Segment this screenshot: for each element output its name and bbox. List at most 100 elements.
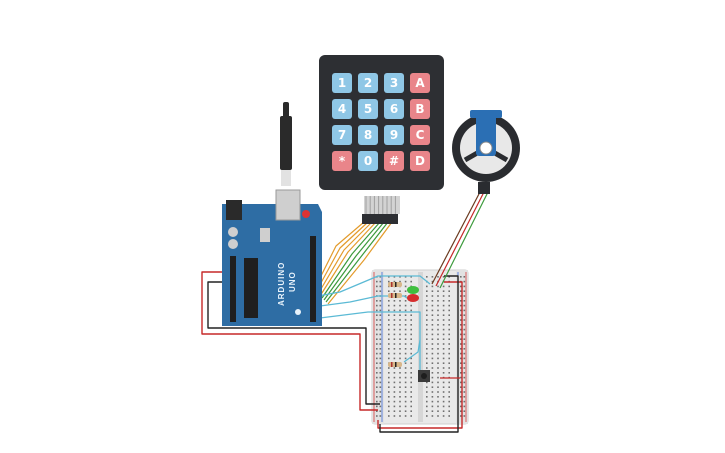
servo-horn — [479, 141, 493, 155]
resistor-3 — [388, 362, 402, 367]
keypad-key-label: 1 — [338, 76, 346, 90]
keypad-ribbon-lines — [365, 196, 396, 214]
breadboard-hole — [393, 415, 396, 417]
breadboard-hole — [431, 304, 434, 307]
breadboard-hole — [376, 376, 378, 379]
breadboard-hole — [460, 372, 462, 374]
wire-red-rail — [377, 281, 463, 429]
keypad-key-label: A — [415, 76, 425, 90]
breadboard-hole — [388, 338, 390, 340]
breadboard-hole — [410, 415, 412, 417]
breadboard-hole — [448, 295, 450, 297]
keypad-key-label: 3 — [390, 76, 398, 90]
breadboard-hole — [448, 400, 450, 403]
breadboard-hole — [448, 309, 450, 312]
breadboard-hole — [426, 367, 428, 369]
breadboard-hole — [404, 352, 407, 355]
breadboard-hole — [431, 314, 434, 316]
breadboard-hole — [442, 324, 445, 326]
keypad-key-2: 2 — [358, 73, 378, 93]
breadboard-hole — [426, 391, 428, 393]
breadboard-hole — [393, 324, 396, 326]
breadboard-hole — [442, 300, 445, 302]
breadboard-hole — [460, 400, 462, 403]
breadboard-hole — [379, 348, 382, 350]
breadboard-hole — [442, 309, 445, 312]
breadboard-hole — [463, 295, 466, 297]
breadboard-hole — [376, 381, 378, 384]
usb-plug-body — [280, 116, 292, 170]
keypad-key-3: 3 — [384, 73, 404, 93]
breadboard-hole — [460, 415, 462, 417]
breadboard-hole — [437, 410, 439, 412]
breadboard-hole — [442, 400, 445, 403]
breadboard-hole — [410, 319, 412, 321]
breadboard-hole — [388, 405, 390, 408]
breadboard-hole — [448, 319, 450, 321]
breadboard-hole — [410, 362, 412, 364]
breadboard-hole — [463, 410, 466, 412]
breadboard-hole — [437, 319, 439, 321]
breadboard-hole — [399, 372, 401, 374]
breadboard-hole — [388, 396, 390, 398]
breadboard-hole — [393, 290, 396, 292]
breadboard-hole — [431, 309, 434, 312]
breadboard-hole — [463, 372, 466, 374]
breadboard-hole — [399, 391, 401, 393]
breadboard-hole — [463, 280, 466, 283]
breadboard-hole — [393, 343, 396, 345]
breadboard-hole — [376, 396, 378, 398]
keypad-ribbon — [364, 196, 400, 214]
breadboard-hole — [410, 314, 412, 316]
breadboard-hole — [426, 314, 428, 316]
breadboard-hole — [437, 295, 439, 297]
breadboard-hole — [410, 328, 412, 331]
capacitor-2 — [228, 227, 238, 237]
wire-keypad-6 — [323, 221, 385, 301]
breadboard-hole — [463, 304, 466, 307]
breadboard-hole — [379, 309, 382, 312]
breadboard-hole — [460, 367, 462, 369]
keypad-key-label: D — [415, 154, 425, 168]
breadboard-hole — [431, 333, 434, 336]
breadboard-hole — [393, 396, 396, 398]
breadboard-hole — [463, 276, 466, 278]
breadboard-hole — [376, 367, 378, 369]
breadboard-hole — [376, 362, 378, 364]
breadboard-hole — [410, 400, 412, 403]
breadboard-hole — [442, 381, 445, 384]
keypad-key-1: 1 — [332, 73, 352, 93]
breadboard-hole — [376, 290, 378, 292]
breadboard-hole — [388, 376, 390, 379]
breadboard-hole — [404, 386, 407, 388]
breadboard-hole — [437, 396, 439, 398]
breadboard-hole — [426, 357, 428, 360]
breadboard-hole — [393, 372, 396, 374]
breadboard-hole — [463, 357, 466, 360]
breadboard-hole — [448, 304, 450, 307]
breadboard-hole — [431, 324, 434, 326]
breadboard-hole — [460, 386, 462, 388]
breadboard-hole — [442, 290, 445, 292]
breadboard-hole — [410, 343, 412, 345]
breadboard-hole — [376, 285, 378, 288]
breadboard-hole — [431, 285, 434, 288]
breadboard-hole — [431, 348, 434, 350]
breadboard-hole — [399, 280, 401, 283]
breadboard-hole — [431, 400, 434, 403]
breadboard-hole — [426, 290, 428, 292]
breadboard-hole — [460, 391, 462, 393]
breadboard-hole — [410, 367, 412, 369]
pushbutton-cap — [421, 373, 427, 379]
breadboard-hole — [399, 396, 401, 398]
breadboard-hole — [437, 343, 439, 345]
breadboard-hole — [379, 386, 382, 388]
breadboard-hole — [388, 352, 390, 355]
breadboard-hole — [388, 343, 390, 345]
breadboard-hole — [448, 338, 450, 340]
breadboard-hole — [460, 295, 462, 297]
breadboard-hole — [442, 386, 445, 388]
breadboard-hole — [437, 352, 439, 355]
led-red — [407, 294, 419, 302]
breadboard-hole — [404, 295, 407, 297]
